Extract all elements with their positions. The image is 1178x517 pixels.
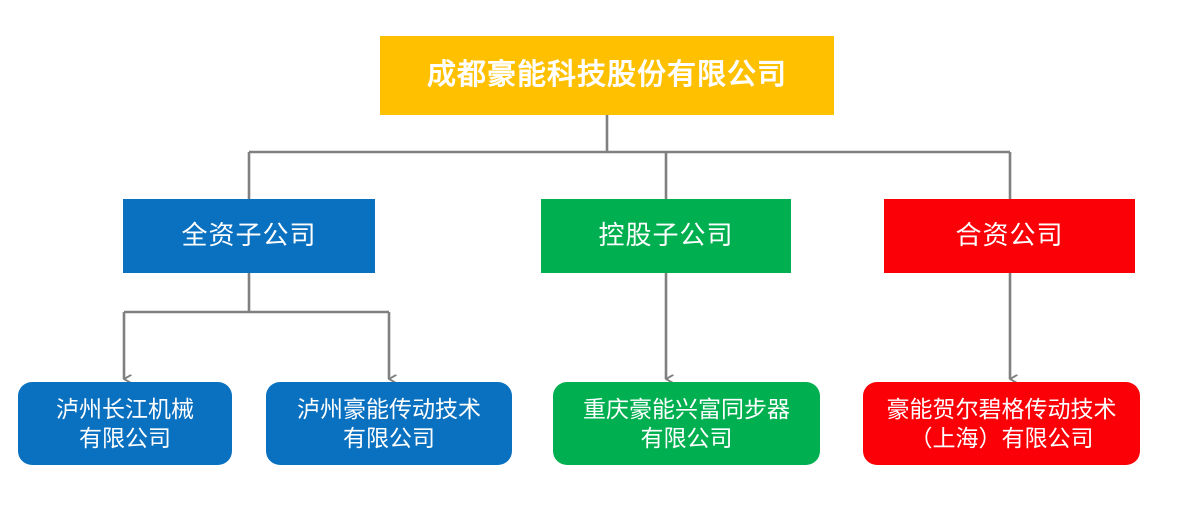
node-root-company[interactable]: 成都豪能科技股份有限公司 [380, 36, 834, 115]
node-category-holding[interactable]: 控股子公司 [541, 199, 791, 273]
node-subsidiary-shanghai-hoerbiger[interactable]: 豪能贺尔碧格传动技术 （上海）有限公司 [863, 382, 1140, 465]
node-subsidiary-luzhou-changjiang[interactable]: 泸州长江机械 有限公司 [18, 382, 232, 465]
node-subsidiary-chongqing-xingfu[interactable]: 重庆豪能兴富同步器 有限公司 [553, 382, 820, 465]
node-subsidiary-luzhou-haoneng[interactable]: 泸州豪能传动技术 有限公司 [266, 382, 512, 465]
node-category-wholly-owned[interactable]: 全资子公司 [123, 199, 375, 273]
node-category-joint-venture[interactable]: 合资公司 [884, 199, 1135, 273]
